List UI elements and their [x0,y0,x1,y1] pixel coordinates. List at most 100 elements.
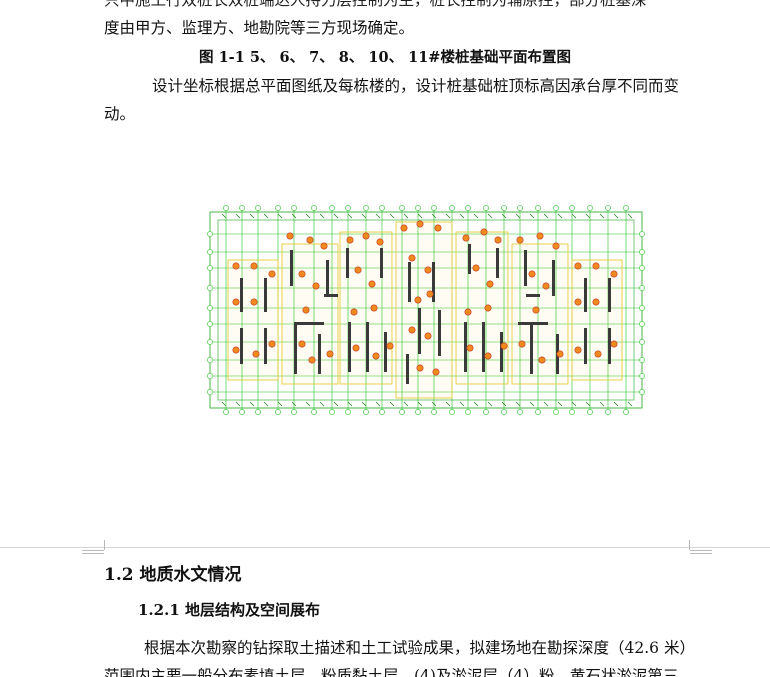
shear-wall [366,322,369,372]
shear-wall [324,294,338,297]
axis-bubble-bottom [223,409,229,415]
axis-bubble-right [639,231,645,237]
dimension-tick-bottom [375,401,381,407]
axis-bubble-right [639,321,645,327]
pile-marker [424,332,432,340]
axis-bubble-bottom [291,409,297,415]
axis-bubble-top [255,205,261,211]
dimension-tick-bottom [403,401,409,407]
axis-bubble-right [639,249,645,255]
pile-marker [500,342,508,350]
pile-foundation-plan-drawing [206,204,646,416]
pile-marker [486,280,494,288]
axis-bubble-left [207,285,213,291]
axis-bubble-top [535,205,541,211]
shear-wall [408,262,411,302]
dimension-tick-top [627,213,633,219]
pile-marker [480,228,488,236]
shear-wall [608,278,611,312]
axis-bubble-bottom [329,409,335,415]
pile-marker [466,344,474,352]
pile-marker [298,270,306,278]
paragraph-2-line-1: 设计坐标根据总平面图纸及每栋楼的，设计桩基础桩顶标高因承台厚不同而变 [152,77,680,95]
pile-marker [354,266,362,274]
axis-bubble-top [239,205,245,211]
pile-marker [538,356,546,364]
shear-wall [240,328,243,364]
axis-bubble-bottom [399,409,405,415]
building-outline [227,259,279,381]
pile-marker [286,232,294,240]
pile-marker [462,234,470,242]
dimension-tick-bottom [347,401,353,407]
paragraph-3-line-1: 根据本次勘察的钻探取土描述和土工试验成果，拟建场地在勘探深度（42.6 米） [144,639,694,657]
axis-bubble-left [207,231,213,237]
dimension-tick-bottom [501,401,507,407]
page-corner-mark-right [689,540,712,551]
pile-marker [302,306,310,314]
axis-bubble-bottom [275,409,281,415]
axis-bubble-bottom [415,409,421,415]
shear-wall [552,260,555,296]
axis-bubble-top [399,205,405,211]
shear-wall [290,250,293,286]
pile-marker [434,224,442,232]
shear-wall [418,308,421,354]
pile-marker [594,350,602,358]
dimension-tick-top [585,213,591,219]
shear-wall [294,322,324,325]
axis-bubble-top [363,205,369,211]
pile-marker [592,298,600,306]
axis-bubble-top [465,205,471,211]
page-break-line [0,547,770,548]
axis-bubble-top [345,205,351,211]
paragraph-2-line-2: 动。 [104,105,136,123]
axis-bubble-bottom [363,409,369,415]
pile-marker [320,242,328,250]
pile-marker [574,346,582,354]
shear-wall [294,322,297,374]
shear-wall [482,322,485,372]
axis-bubble-bottom [239,409,245,415]
pile-marker [350,308,358,316]
shear-wall [438,310,441,356]
axis-bubble-top [311,205,317,211]
pile-marker [552,242,560,250]
dimension-tick-top [291,213,297,219]
pile-marker [542,282,550,290]
dimension-tick-bottom [543,401,549,407]
pile-marker [528,270,536,278]
dimension-tick-top [277,213,283,219]
subsection-heading: 1.2.1 地层结构及空间展布 [138,601,320,619]
dimension-tick-bottom [585,401,591,407]
axis-bubble-top [223,205,229,211]
axis-bubble-top [449,205,455,211]
shear-wall [496,248,499,278]
pile-marker [494,236,502,244]
dimension-tick-top [543,213,549,219]
axis-bubble-top [483,205,489,211]
dimension-tick-bottom [599,401,605,407]
axis-bubble-left [207,373,213,379]
pile-marker [370,304,378,312]
pile-marker [416,364,424,372]
dimension-tick-bottom [221,401,227,407]
dimension-tick-top [487,213,493,219]
pile-foundation-plan-svg [207,205,645,415]
pile-marker [386,342,394,350]
dimension-tick-top [515,213,521,219]
dimension-tick-bottom [361,401,367,407]
pile-marker [484,304,492,312]
shear-wall [326,260,329,296]
dimension-tick-bottom [389,401,395,407]
dimension-tick-top [375,213,381,219]
shear-wall [608,328,611,364]
dimension-tick-top [361,213,367,219]
dimension-tick-bottom [557,401,563,407]
axis-bubble-left [207,339,213,345]
axis-bubble-bottom [465,409,471,415]
pile-marker [308,356,316,364]
axis-bubble-bottom [605,409,611,415]
axis-bubble-bottom [483,409,489,415]
dimension-tick-bottom [277,401,283,407]
